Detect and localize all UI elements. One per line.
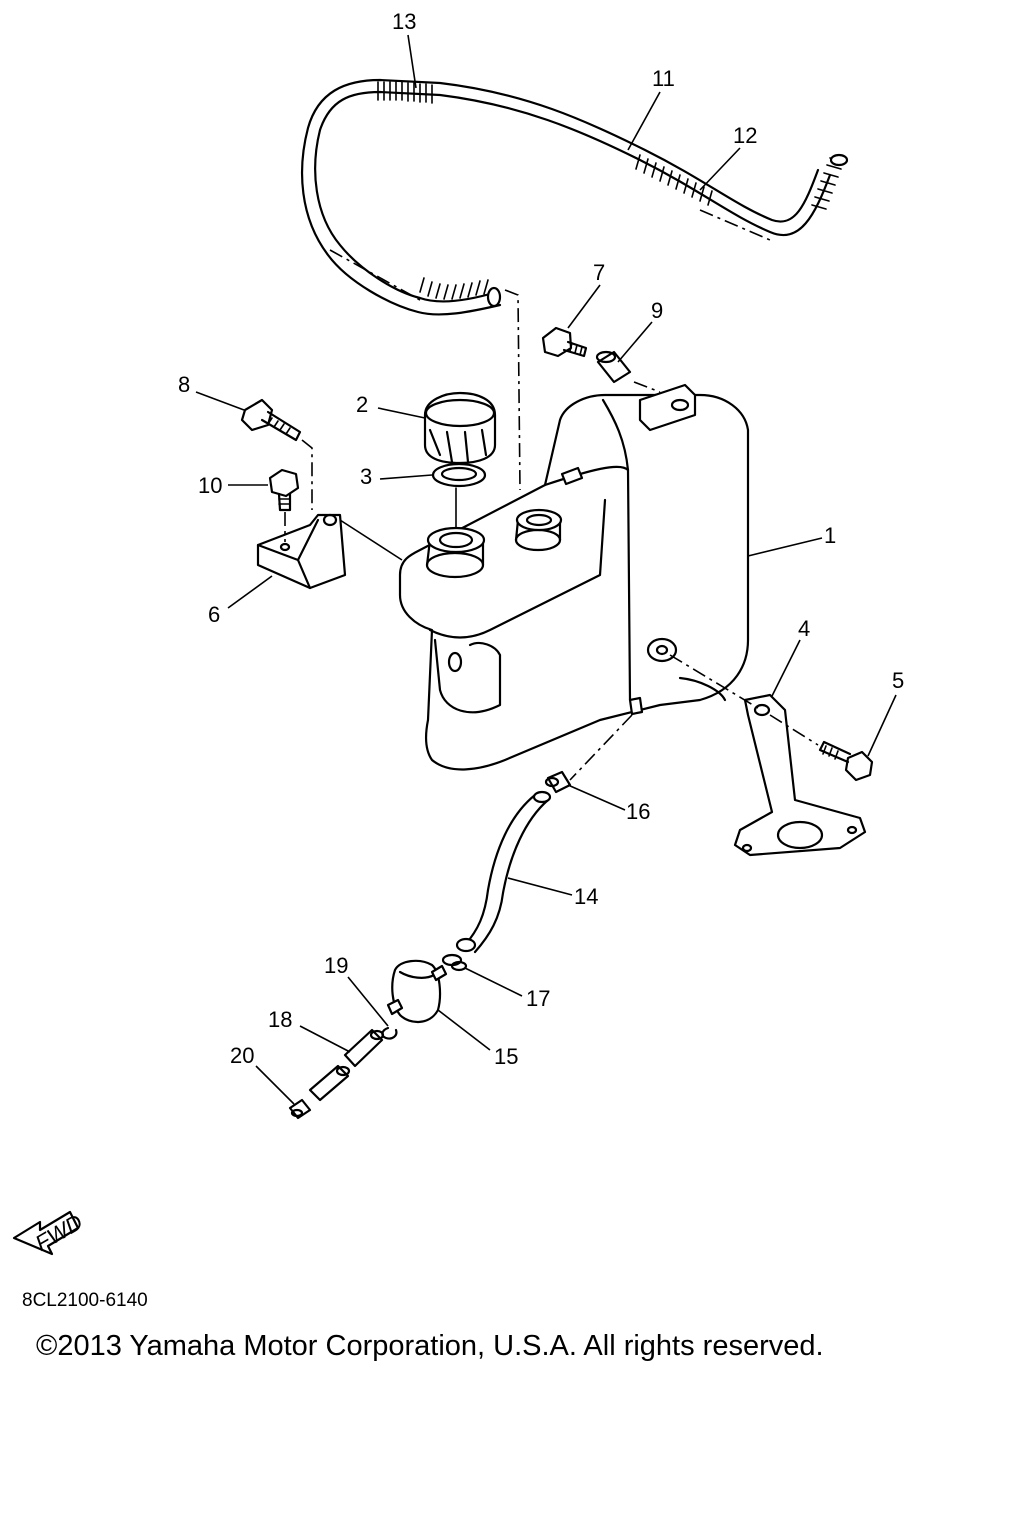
callout-6: 6 xyxy=(208,602,220,627)
callout-19: 19 xyxy=(324,953,348,978)
callout-11: 11 xyxy=(652,66,675,91)
clip-20 xyxy=(288,1098,312,1120)
callout-labels: 1 2 3 4 5 6 7 8 9 10 11 12 13 14 15 16 1… xyxy=(178,9,904,1069)
clip-19 xyxy=(381,1026,398,1040)
breather-hose xyxy=(300,78,832,316)
callout-18: 18 xyxy=(268,1007,292,1032)
bolt-8 xyxy=(240,398,302,442)
hose-routing-line xyxy=(504,289,521,491)
callout-1: 1 xyxy=(824,523,836,548)
callout-12: 12 xyxy=(733,123,757,148)
hose-spring-13 xyxy=(377,81,433,104)
tank-bracket-right xyxy=(733,693,867,857)
fwd-label: FWD xyxy=(31,1209,87,1256)
collar-9 xyxy=(595,350,632,384)
leader-lines xyxy=(195,34,897,1105)
callout-5: 5 xyxy=(892,668,904,693)
callout-4: 4 xyxy=(798,616,810,641)
diagram-part-number: 8CL2100-6140 xyxy=(22,1290,148,1311)
cap-gasket xyxy=(431,462,487,488)
bolt-5-axis xyxy=(669,654,819,746)
collar-axis xyxy=(633,381,661,393)
hose-end-spring-left xyxy=(419,277,502,308)
bracket-6-to-tank-line xyxy=(339,519,403,561)
oil-hose-14 xyxy=(455,790,552,954)
callout-10: 10 xyxy=(198,473,222,498)
clip-17 xyxy=(441,953,468,972)
bolt-5 xyxy=(818,740,874,782)
oil-filter-15 xyxy=(386,959,448,1023)
callout-9: 9 xyxy=(651,298,663,323)
callout-16: 16 xyxy=(626,799,650,824)
hose-18 xyxy=(308,1028,385,1102)
exploded-parts-diagram: 1 2 3 4 5 6 7 8 9 10 11 12 13 14 15 16 1… xyxy=(12,9,904,1256)
callout-20: 20 xyxy=(230,1043,254,1068)
bolt-10 xyxy=(268,468,300,512)
callout-15: 15 xyxy=(494,1044,518,1069)
copyright-notice: ©2013 Yamaha Motor Corporation, U.S.A. A… xyxy=(36,1330,824,1362)
hose-clamp-16 xyxy=(544,770,572,794)
hose-end-spring-right xyxy=(811,153,849,210)
callout-8: 8 xyxy=(178,372,190,397)
oil-tank-cap xyxy=(423,391,497,465)
callout-13: 13 xyxy=(392,9,416,34)
oil-tank xyxy=(398,383,750,771)
callout-17: 17 xyxy=(526,986,550,1011)
drain-axis xyxy=(569,714,633,781)
forward-direction-arrow: FWD xyxy=(12,1209,87,1256)
callout-7: 7 xyxy=(593,260,605,285)
callout-14: 14 xyxy=(574,884,598,909)
bolt-7 xyxy=(541,326,588,358)
callout-2: 2 xyxy=(356,392,368,417)
hose-spring-12 xyxy=(635,154,713,206)
callout-3: 3 xyxy=(360,464,372,489)
tank-bracket-left xyxy=(256,513,347,590)
bolt-8-axis xyxy=(301,439,313,510)
